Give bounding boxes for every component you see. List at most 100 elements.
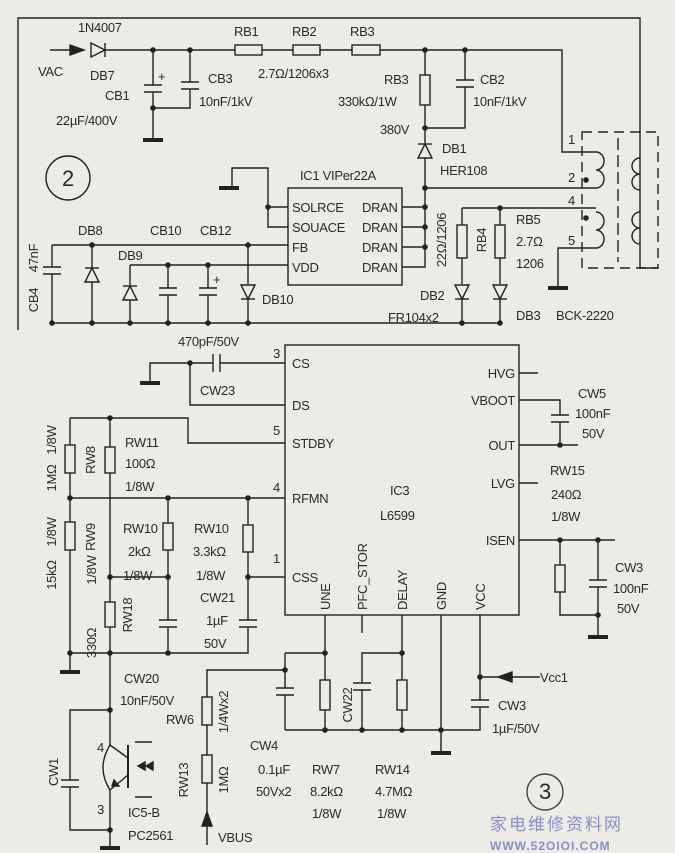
junction-dot	[359, 727, 365, 733]
resistor-rw18	[104, 601, 116, 628]
pins-left-1-label: DS	[292, 398, 310, 413]
cb1-label: CB1	[105, 88, 129, 103]
junction-dot	[127, 320, 133, 326]
rw11-power-label: 1/8W	[125, 479, 155, 494]
light-arrow-icon	[136, 760, 146, 772]
pins-left-0-label: CS	[292, 356, 310, 371]
junction-dot	[165, 574, 171, 580]
capacitor-cb12: +	[199, 272, 221, 296]
wire	[70, 627, 249, 654]
rb5-value-label: 2.7Ω	[516, 234, 543, 249]
junction-dot	[438, 727, 444, 733]
capacitor-cw3-1u	[471, 699, 489, 708]
db3-label: DB3	[516, 308, 540, 323]
cw20-value-label: 10nF/50V	[120, 693, 175, 708]
rw13-value-label: 1MΩ	[216, 766, 231, 793]
wire	[519, 399, 561, 415]
junction-dot	[245, 320, 251, 326]
diode-body	[90, 41, 107, 59]
cb2-label: CB2	[480, 72, 504, 87]
pin-numbers-1-label: 5	[273, 423, 280, 438]
resistor-rw13	[201, 754, 213, 784]
vcc1-arrow-icon	[495, 671, 513, 683]
pins-bottom-3-label: GND	[434, 582, 449, 610]
db7-label: DB7	[90, 68, 114, 83]
cw4-voltage-label: 50Vx2	[256, 784, 291, 799]
cw5-value-label: 100nF	[575, 406, 611, 421]
capacitor-cb10	[159, 287, 177, 296]
resistor-rb4	[456, 224, 468, 259]
rb1-label: RB1	[234, 24, 258, 39]
rw10b-power-label: 1/8W	[196, 568, 226, 583]
capacitor-cb1: +	[144, 69, 166, 93]
vbus-arrow-icon	[201, 809, 213, 827]
rb3-label: RB3	[350, 24, 374, 39]
rb123-value-label: 2.7Ω/1206x3	[258, 66, 329, 81]
ic3-label: IC3	[390, 483, 409, 498]
transformer-secondary-winding	[631, 157, 641, 191]
resistor-rw15	[554, 564, 566, 593]
cw23-value-label: 470pF/50V	[178, 334, 240, 349]
ic1-pins-left-3-label: VDD	[292, 260, 319, 275]
capacitor-cb3	[181, 81, 199, 90]
wire	[425, 87, 466, 129]
wire	[69, 787, 110, 831]
rw8-value-label: 1MΩ	[44, 464, 59, 491]
transformer-secondary-winding	[631, 211, 641, 245]
wire	[285, 707, 481, 731]
resistor-rw8	[64, 444, 76, 474]
ic1-pins-right-0-label: DRAN	[362, 200, 398, 215]
ic5-label: IC5-B	[128, 805, 160, 820]
transformer-aux-winding	[595, 211, 605, 249]
wire	[361, 652, 402, 683]
rw14-value-label: 4.7MΩ	[375, 784, 413, 799]
ic3-body	[284, 344, 520, 616]
wire	[231, 167, 288, 228]
light-arrow-icon	[144, 760, 154, 772]
ic1-pins-right-1-label: DRAN	[362, 220, 398, 235]
wire	[559, 592, 598, 616]
capacitor-cw21	[239, 619, 257, 628]
diode-body	[239, 284, 257, 301]
cw4-label: CW4	[250, 738, 278, 753]
junction-dot	[459, 320, 465, 326]
rb4-label: RB4	[474, 228, 489, 252]
resistor-rw9	[64, 521, 76, 551]
transformer-pins-2-label: 4	[568, 193, 575, 208]
cw4-value-label: 0.1µF	[258, 762, 290, 777]
capacitor-cw20	[159, 619, 177, 628]
resistor-rw10-2k	[162, 522, 174, 551]
junction-dot	[583, 215, 589, 221]
pin-numbers-3-label: 1	[273, 551, 280, 566]
junction-dot	[322, 727, 328, 733]
rw10a-value-label: 2kΩ	[128, 544, 151, 559]
pins-right-1-label: VBOOT	[471, 393, 515, 408]
rw14-label: RW14	[375, 762, 410, 777]
db9-label: DB9	[118, 248, 142, 263]
rw10a-label: RW10	[123, 521, 158, 536]
junction-dot	[265, 204, 271, 210]
diode-body	[416, 142, 434, 159]
junction-dot	[67, 650, 73, 656]
rw6-label: RW6	[166, 712, 194, 727]
rw18-power-label: 1/8W	[84, 554, 99, 584]
cw1-label: CW1	[46, 758, 61, 786]
vac-label: VAC	[38, 64, 63, 79]
rw18-label: RW18	[120, 598, 135, 633]
cb12-label: CB12	[200, 223, 231, 238]
junction-dot	[107, 574, 113, 580]
diode-db8	[83, 266, 101, 283]
junction-dot	[107, 650, 113, 656]
pins-left-4-label: CSS	[292, 570, 318, 585]
emitter-arrow-icon	[111, 778, 121, 787]
wire	[149, 362, 213, 383]
rb3-vertical-label: RB3	[384, 72, 408, 87]
ic1-pins-right-3-label: DRAN	[362, 260, 398, 275]
resistor-rw14	[396, 679, 408, 711]
junction-dot	[67, 495, 73, 501]
capacitor-cw3-100n	[589, 579, 607, 588]
transformer-pins-1-label: 2	[568, 170, 575, 185]
db8-label: DB8	[78, 223, 102, 238]
pins-right-3-label: LVG	[491, 476, 515, 491]
